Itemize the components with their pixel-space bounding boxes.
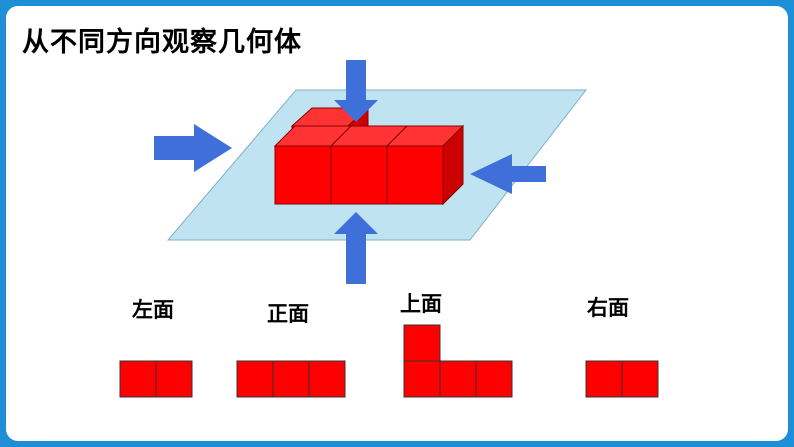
arrow-from-top xyxy=(334,60,378,122)
front-view-squares xyxy=(236,360,346,398)
slide-frame: 从不同方向观察几何体 xyxy=(6,6,788,441)
front-view-label: 正面 xyxy=(267,301,309,326)
diagram-canvas xyxy=(119,60,659,398)
right-view-label: 右面 xyxy=(587,295,629,320)
arrow-from-left xyxy=(154,124,232,172)
cube-row xyxy=(273,124,465,206)
arrow-from-bottom xyxy=(334,212,378,284)
arrow-from-right xyxy=(470,154,546,194)
top-view-label: 上面 xyxy=(400,291,442,316)
top-view-squares xyxy=(403,324,513,398)
page-title: 从不同方向观察几何体 xyxy=(22,27,302,58)
right-view-squares xyxy=(585,360,659,398)
left-view-label: 左面 xyxy=(132,297,174,322)
left-view-squares xyxy=(119,360,193,398)
